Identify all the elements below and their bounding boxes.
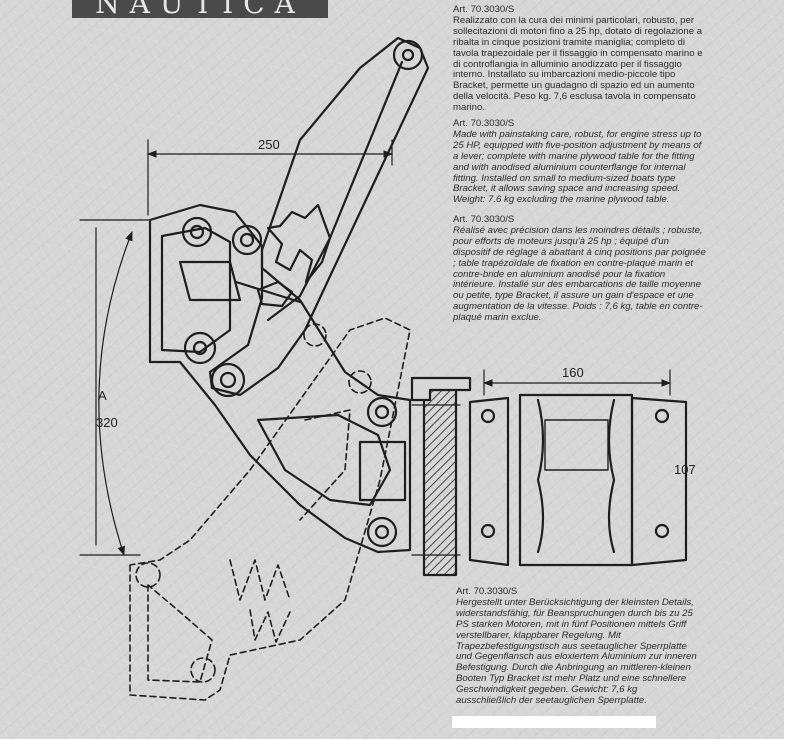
brand-logo: NAUTICA <box>72 0 328 18</box>
description-italian: Art. 70.3030/S Realizzato con la cura de… <box>453 4 703 114</box>
right-margin-strip <box>784 0 800 739</box>
article-code-english: Art. 70.3030/S <box>453 118 515 129</box>
mounting-table <box>468 393 688 567</box>
description-french: Art. 70.3030/S Réalisé avec précision da… <box>453 214 708 324</box>
description-german-body: Hergestellt unter Berücksichtigung der k… <box>456 596 697 707</box>
dimension-width-250 <box>147 139 393 216</box>
bottom-white-bar <box>452 716 656 728</box>
clamp-body <box>148 203 412 554</box>
tilted-position-outline <box>129 317 411 701</box>
dimension-height-320 <box>79 219 151 556</box>
dimension-label-107: 107 <box>674 462 696 477</box>
dimension-label-250: 250 <box>258 137 280 152</box>
description-italian-body: Realizzato con la cura dei minimi partic… <box>453 14 703 114</box>
dimension-label-160: 160 <box>562 365 584 380</box>
article-code-german: Art. 70.3030/S <box>456 586 518 597</box>
description-english: Art. 70.3030/S Made with painstaking car… <box>453 118 708 206</box>
tilt-lever <box>208 36 430 397</box>
article-code-french: Art. 70.3030/S <box>453 214 515 225</box>
dimension-label-a: A <box>98 388 107 403</box>
brand-logo-text: NAUTICA <box>95 0 305 18</box>
transom-board <box>410 376 472 577</box>
article-code-italian: Art. 70.3030/S <box>453 4 515 15</box>
description-french-body: Réalisé avec précision dans les moindres… <box>453 224 706 324</box>
description-english-body: Made with painstaking care, robust, for … <box>453 128 702 206</box>
dimension-label-320: 320 <box>96 415 118 430</box>
dimension-width-160 <box>483 369 671 396</box>
description-german: Art. 70.3030/S Hergestellt unter Berücks… <box>456 586 700 707</box>
